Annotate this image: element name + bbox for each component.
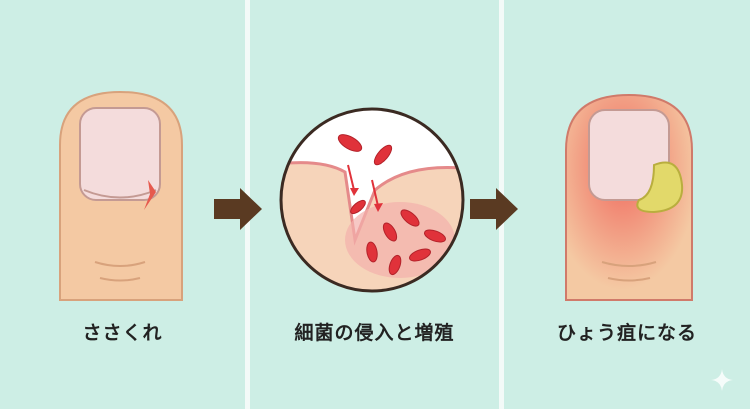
hangnail-cut (144, 180, 156, 210)
panel-paronychia: ひょう疽になる (504, 0, 750, 409)
knuckle-line (607, 277, 651, 282)
bacterium (366, 241, 378, 263)
invasion-arrow (371, 179, 379, 207)
knuckle-line (94, 261, 146, 267)
invasion-arrowhead (350, 188, 359, 196)
nail-edge (83, 189, 157, 199)
nail (79, 107, 161, 201)
sparkle-icon (711, 369, 733, 391)
panel-hangnail: ささくれ (0, 0, 245, 409)
arrow-right-icon (214, 188, 262, 230)
bacterium (350, 199, 366, 215)
bacterium (400, 209, 420, 227)
knuckle-line (601, 261, 657, 267)
bacterium (424, 229, 446, 243)
bacterium (373, 144, 393, 166)
bacterium (337, 134, 363, 152)
pus (636, 161, 684, 214)
bacterium (382, 222, 398, 242)
step-label-bacteria: 細菌の侵入と増殖 (294, 322, 455, 344)
invasion-arrowhead (374, 203, 383, 212)
magnifier-border (279, 107, 465, 293)
invasion-arrow (347, 164, 355, 191)
step-label-paronychia: ひょう疽になる (556, 322, 697, 344)
step-label-hangnail: ささくれ (82, 322, 163, 344)
knuckle-line (99, 277, 141, 282)
nail (588, 109, 670, 201)
finger-paronychia-illustration (565, 93, 693, 301)
bacteria-group (337, 134, 446, 276)
skin-bacteria-illustration (279, 107, 465, 293)
bacterium (388, 254, 402, 276)
panel-bacteria: 細菌の侵入と増殖 (250, 0, 499, 409)
finger-hangnail-illustration (59, 90, 183, 301)
arrow-right-icon (470, 188, 518, 230)
bacterium (409, 248, 431, 262)
